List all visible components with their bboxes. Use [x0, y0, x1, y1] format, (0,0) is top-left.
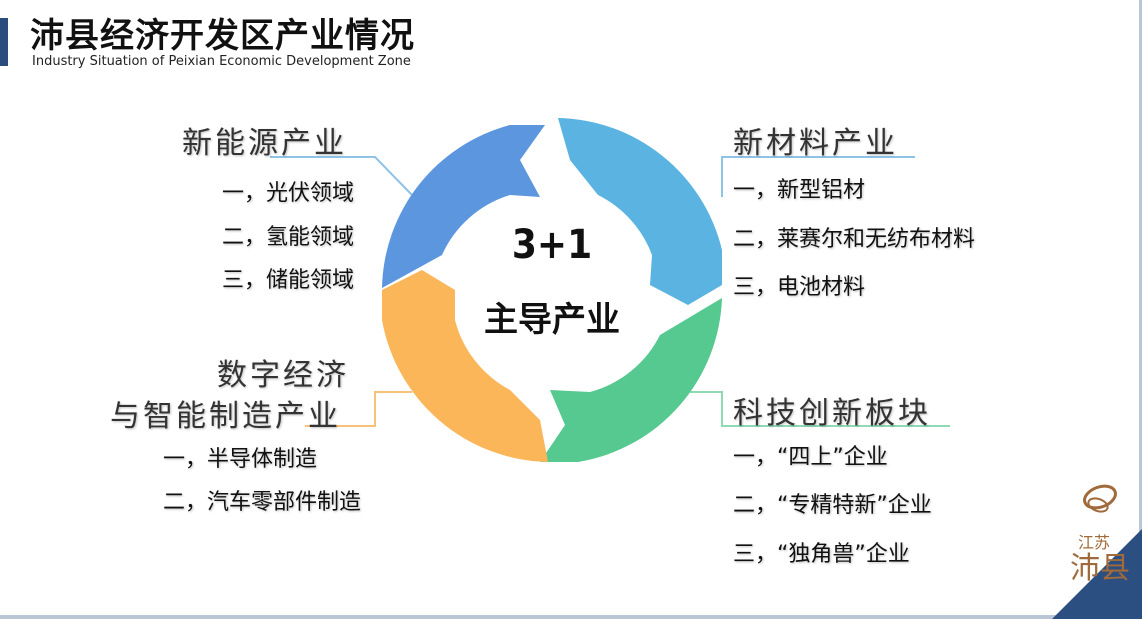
segment-title-new-materials: 新材料产业 — [733, 126, 898, 161]
center-number: 3+1 — [511, 222, 593, 268]
connector-new-materials — [721, 156, 915, 197]
list-item: 二，氢能领域 — [222, 225, 355, 250]
list-item: 三，电池材料 — [733, 275, 866, 300]
list-item: 二，“专精特新”企业 — [733, 493, 932, 518]
list-item: 三，储能领域 — [222, 268, 355, 293]
list-item: 一，半导体制造 — [163, 447, 318, 472]
list-item: 二，莱赛尔和无纺布材料 — [733, 227, 976, 252]
slide-border-bottom — [0, 615, 1142, 619]
connector-digital — [305, 391, 412, 427]
corner-triangle — [1052, 529, 1142, 619]
connector-tech — [690, 391, 950, 427]
logo-text-line2: 沛县 — [1070, 551, 1130, 586]
slide-border-right — [1139, 0, 1142, 619]
segment-title-digital-line2: 与智能制造产业 — [110, 399, 341, 434]
logo-text-line1: 江苏 — [1078, 533, 1111, 552]
arrow-segment-new-materials — [558, 118, 722, 305]
page-subtitle: Industry Situation of Peixian Economic D… — [32, 54, 411, 69]
connector-new-energy — [270, 156, 413, 196]
logo-emblem-icon — [1083, 484, 1117, 513]
list-item: 一，新型铝材 — [733, 178, 866, 203]
segment-title-tech: 科技创新板块 — [733, 396, 931, 431]
list-item: 二，汽车零部件制造 — [163, 490, 362, 515]
list-item: 三，“独角兽”企业 — [733, 542, 910, 567]
list-item: 一，“四上”企业 — [733, 445, 888, 470]
logo: 江苏 沛县 — [1070, 475, 1130, 605]
center-label: 主导产业 — [484, 300, 620, 340]
arrow-segment-new-energy — [382, 125, 545, 288]
title-accent-bar — [0, 18, 8, 66]
arrow-segment-tech — [540, 298, 722, 462]
arrow-segment-digital — [382, 270, 548, 462]
segment-title-digital-line1: 数字经济 — [217, 358, 349, 393]
segment-title-new-energy: 新能源产业 — [182, 126, 347, 161]
list-item: 一，光伏领域 — [222, 181, 355, 206]
page-title: 沛县经济开发区产业情况 — [30, 16, 415, 56]
